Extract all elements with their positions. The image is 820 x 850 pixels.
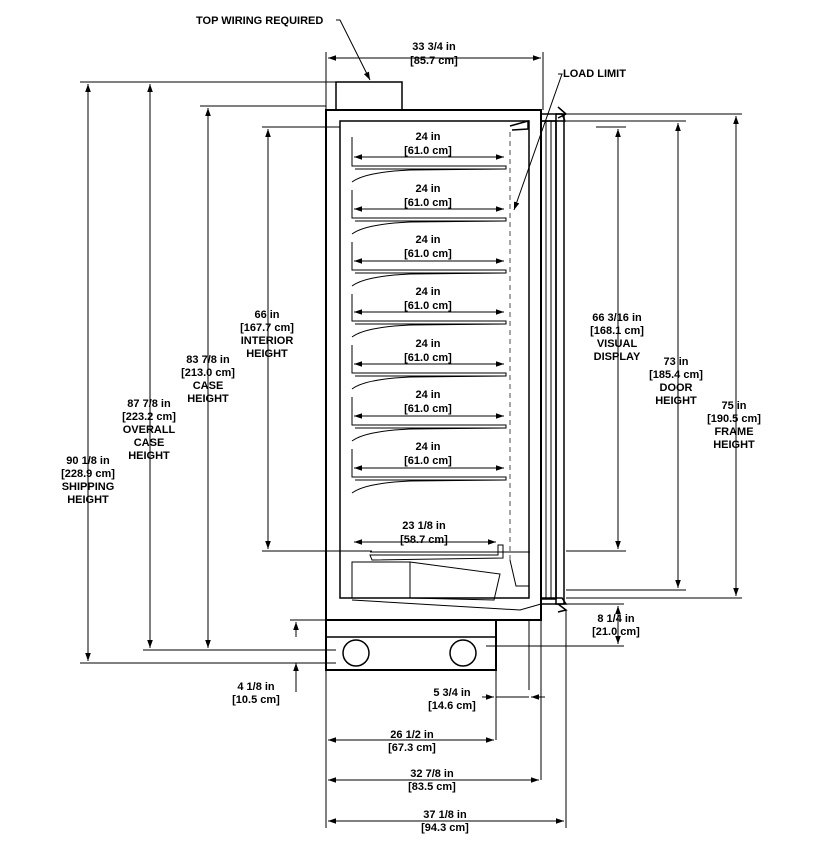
dim-depth-total-imperial: 37 1/8 in [423, 809, 467, 821]
top-hinge [541, 113, 567, 122]
dim-door-height-label2: HEIGHT [655, 395, 697, 407]
door-frame [540, 120, 557, 600]
dim-overall-case-metric: [223.2 cm] [122, 411, 176, 423]
dim-bottom-shelf-imperial: 23 1/8 in [402, 520, 446, 532]
dim-top-width-imperial: 33 3/4 in [412, 41, 456, 53]
dim-interior-height-label2: HEIGHT [246, 348, 288, 360]
dim-shelf-5-metric: [61.0 cm] [404, 352, 452, 364]
dim-visual-display-label1: VISUAL [597, 338, 638, 350]
top-wiring-box [335, 81, 403, 111]
shelf-2 [351, 190, 507, 222]
bottom-hinge [541, 597, 568, 605]
dim-overall-case-label2: CASE [134, 437, 165, 449]
dim-interior-height-metric: [167.7 cm] [240, 322, 294, 334]
dim-base-right-imperial: 8 1/4 in [597, 613, 635, 625]
note-top-wiring: TOP WIRING REQUIRED [196, 15, 323, 27]
caster-right [449, 639, 477, 667]
dim-frame-height-label1: FRAME [714, 426, 753, 438]
dim-case-height-imperial: 83 7/8 in [186, 354, 230, 366]
dim-interior-height-imperial: 66 in [254, 309, 279, 321]
dim-frame-height-metric: [190.5 cm] [707, 413, 761, 425]
dim-case-height-metric: [213.0 cm] [181, 367, 235, 379]
caster-left [342, 639, 370, 667]
dim-shelf-5-imperial: 24 in [415, 338, 440, 350]
dim-caster-imperial: 4 1/8 in [237, 681, 275, 693]
note-load-limit: LOAD LIMIT [563, 68, 626, 80]
dim-shelf-6-metric: [61.0 cm] [404, 403, 452, 415]
dim-shelf-6-imperial: 24 in [415, 389, 440, 401]
dim-shelf-4-metric: [61.0 cm] [404, 300, 452, 312]
dim-shipping-height-metric: [228.9 cm] [61, 468, 115, 480]
dim-shelf-7-imperial: 24 in [415, 441, 440, 453]
mechanical-compartment [351, 561, 501, 601]
dim-bottom-shelf-metric: [58.7 cm] [400, 534, 448, 546]
dim-case-height-label2: HEIGHT [187, 393, 229, 405]
dim-door-height-metric: [185.4 cm] [649, 369, 703, 381]
base-frame [325, 619, 497, 671]
dim-shelf-1-metric: [61.0 cm] [404, 145, 452, 157]
dim-shelf-2-imperial: 24 in [415, 183, 440, 195]
dim-shipping-height-label1: SHIPPING [62, 481, 115, 493]
load-limit-mark [509, 120, 529, 131]
dim-overall-case-imperial: 87 7/8 in [127, 398, 171, 410]
dim-frame-height-imperial: 75 in [721, 400, 746, 412]
bottom-deck [369, 544, 504, 561]
dim-shelf-3-imperial: 24 in [415, 234, 440, 246]
shelf-5 [351, 345, 507, 377]
dim-shipping-height-label2: HEIGHT [67, 494, 109, 506]
dim-frame-height-label2: HEIGHT [713, 439, 755, 451]
dim-case-height-label1: CASE [193, 380, 224, 392]
dim-depth-1-metric: [83.5 cm] [408, 781, 456, 793]
labels: TOP WIRING REQUIRED LOAD LIMIT 33 3/4 in… [61, 15, 761, 834]
dim-interior-height-label1: INTERIOR [241, 335, 294, 347]
dimension-lines [85, 19, 739, 824]
dim-base-depth-metric: [67.3 cm] [388, 742, 436, 754]
dim-base-right-metric: [21.0 cm] [592, 626, 640, 638]
dim-door-height-label1: DOOR [660, 382, 693, 394]
shelves [351, 137, 542, 611]
dim-rear-offset-imperial: 5 3/4 in [433, 687, 471, 699]
extension-lines [80, 52, 742, 828]
dim-shipping-height-imperial: 90 1/8 in [66, 455, 110, 467]
dim-top-width-metric: [85.7 cm] [410, 55, 458, 67]
leader-load-limit [513, 73, 563, 211]
dim-visual-display-metric: [168.1 cm] [590, 325, 644, 337]
dim-shelf-3-metric: [61.0 cm] [404, 248, 452, 260]
dim-visual-display-imperial: 66 3/16 in [592, 312, 642, 324]
dim-shelf-7-metric: [61.0 cm] [404, 455, 452, 467]
shelf-7 [351, 449, 507, 481]
dim-overall-case-label3: HEIGHT [128, 450, 170, 462]
shelf-3 [351, 242, 507, 274]
dim-caster-metric: [10.5 cm] [232, 694, 280, 706]
dim-base-depth-imperial: 26 1/2 in [390, 729, 434, 741]
dim-overall-case-label1: OVERALL [123, 424, 176, 436]
inner-liner [339, 120, 530, 599]
shelf-4 [351, 294, 507, 325]
dim-visual-display-label2: DISPLAY [594, 351, 641, 363]
dim-door-height-imperial: 73 in [663, 356, 688, 368]
shelf-1 [351, 137, 507, 170]
dim-rear-offset-metric: [14.6 cm] [428, 700, 476, 712]
dim-shelf-4-imperial: 24 in [415, 286, 440, 298]
leader-top-wiring [336, 19, 371, 81]
shelf-6 [351, 397, 507, 429]
base [325, 604, 542, 810]
dim-depth-total-metric: [94.3 cm] [421, 822, 469, 834]
dim-shelf-1-imperial: 24 in [415, 131, 440, 143]
frame-outer [555, 113, 565, 605]
dim-shelf-2-metric: [61.0 cm] [404, 197, 452, 209]
dim-depth-1-imperial: 32 7/8 in [410, 768, 454, 780]
